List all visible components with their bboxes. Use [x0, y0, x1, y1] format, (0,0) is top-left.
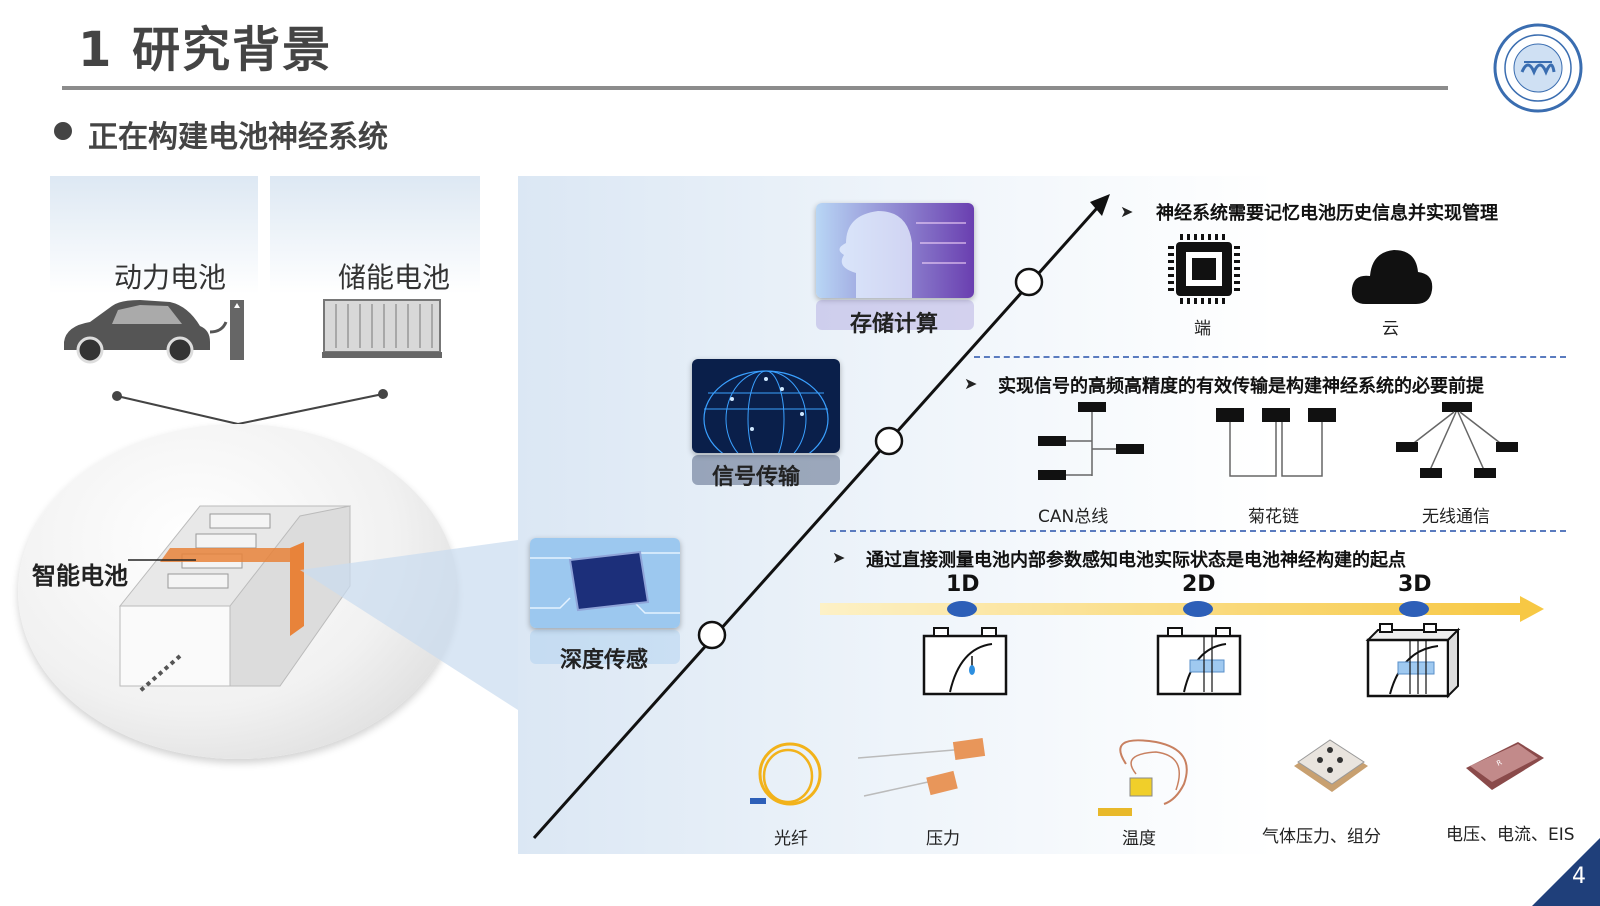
cloud-icon — [1351, 250, 1433, 304]
ai-face-reflection — [816, 300, 974, 330]
storage-container-icon — [322, 299, 442, 358]
battery-pack-icon — [118, 505, 351, 693]
memory-heading: 神经系统需要记忆电池历史信息并实现管理 — [1156, 203, 1498, 224]
ai-face-image — [816, 203, 974, 298]
wireless-label: 无线通信 — [1422, 507, 1490, 527]
stage-label-sensing: 深度传感 — [560, 648, 649, 673]
electric-car-icon — [64, 300, 244, 364]
stage-label-transmission: 信号传输 — [712, 465, 801, 490]
gas-sensor-icon — [1294, 739, 1368, 792]
power-battery-label: 动力电池 — [114, 261, 227, 294]
bullet-arrow-icon: ➤ — [832, 548, 846, 567]
daisy-chain-icon — [1216, 408, 1336, 477]
sensing-heading: 通过直接测量电池内部参数感知电池实际状态是电池神经构建的起点 — [866, 550, 1406, 571]
svg-text:R: R — [1495, 758, 1503, 767]
page-number: 4 — [1572, 864, 1586, 889]
bullet-arrow-icon: ➤ — [1120, 202, 1134, 221]
network-reflection — [692, 455, 840, 485]
chip-icon — [1168, 234, 1240, 304]
bullet-icon — [54, 122, 72, 140]
storage-battery-label: 储能电池 — [338, 261, 451, 294]
smart-battery-pointer — [128, 559, 196, 561]
signal-heading: 实现信号的高频高精度的有效传输是构建神经系统的必要前提 — [998, 376, 1484, 397]
smart-battery-label: 智能电池 — [32, 562, 128, 590]
section-divider — [830, 530, 1566, 532]
chip-reflection — [530, 630, 680, 664]
battery-2d-icon — [1156, 627, 1242, 696]
can-bus-label: CAN总线 — [1038, 507, 1109, 527]
dimension-label-3d: 3D — [1398, 572, 1432, 597]
sensor-label-gas: 气体压力、组分 — [1262, 827, 1381, 847]
power-battery-card — [50, 176, 258, 294]
can-bus-icon — [1038, 402, 1144, 480]
cloud-label: 云 — [1382, 319, 1399, 339]
edge-label: 端 — [1194, 319, 1211, 339]
development-arrow — [532, 194, 1110, 839]
sensor-label-electrical: 电压、电流、EIS — [1446, 825, 1575, 845]
dimension-timeline-arrow — [820, 596, 1544, 622]
sensor-label-temperature: 温度 — [1122, 829, 1156, 849]
dimension-label-2d: 2D — [1182, 572, 1216, 597]
optical-fiber-icon — [750, 742, 822, 806]
sensor-label-pressure: 压力 — [926, 829, 960, 849]
sensor-label-fiber: 光纤 — [774, 829, 808, 849]
daisy-chain-label: 菊花链 — [1248, 507, 1299, 527]
wireless-icon — [1396, 402, 1518, 478]
section-subtitle: 正在构建电池神经系统 — [88, 120, 388, 155]
storage-battery-card — [270, 176, 480, 294]
zoom-cone — [300, 540, 518, 710]
battery-3d-icon — [1365, 623, 1461, 699]
thermocouple-icon — [1098, 739, 1188, 816]
bullet-arrow-icon: ➤ — [964, 374, 978, 393]
voltage-current-sensor-icon: R — [1466, 742, 1544, 790]
university-logo — [1493, 23, 1583, 113]
pressure-sensor-icon — [858, 738, 986, 797]
connector-lines — [112, 389, 388, 425]
dimension-label-1d: 1D — [946, 572, 980, 597]
network-globe-image — [692, 359, 840, 453]
stage-label-storage-compute: 存储计算 — [850, 312, 939, 337]
title-divider — [62, 86, 1448, 90]
battery-1d-icon — [922, 627, 1008, 696]
page-title: 1 研究背景 — [78, 22, 333, 78]
section-divider — [974, 356, 1566, 358]
chip-image — [530, 538, 680, 628]
